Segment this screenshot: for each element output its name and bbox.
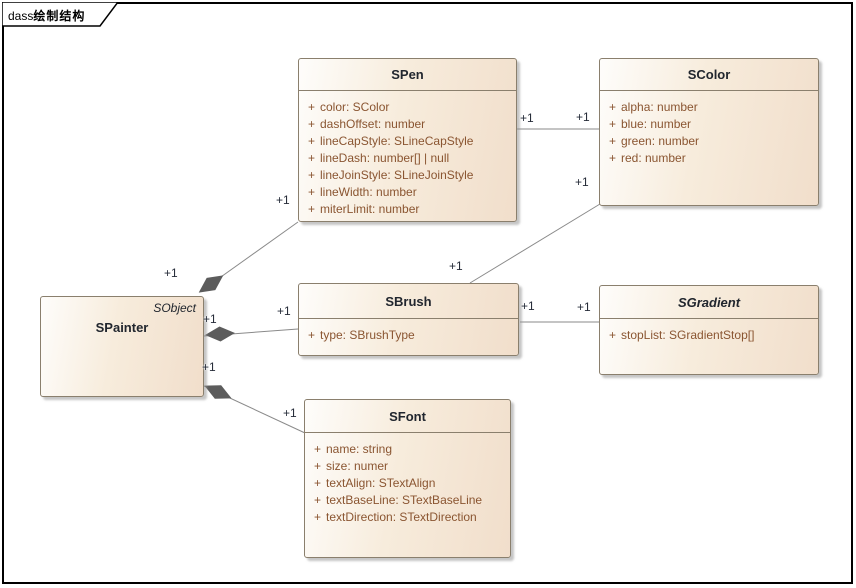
attribute-text: lineCapStyle: SLineCapStyle	[320, 133, 474, 148]
composition-diamond-sbrush	[205, 326, 235, 342]
attribute-row: + red: number	[600, 149, 818, 166]
multiplicity-label: +1	[577, 300, 591, 314]
multiplicity-label: +1	[202, 360, 216, 374]
class-spen[interactable]: SPen + color: SColor + dashOffset: number …	[298, 58, 517, 222]
multiplicity-label: +1	[521, 299, 535, 313]
attribute-compartment: + alpha: number + blue: number + green: num…	[600, 91, 818, 166]
visibility-marker: +	[308, 133, 316, 148]
class-spainter[interactable]: SObject SPainter	[40, 296, 204, 397]
attribute-row: + type: SBrushType	[299, 326, 518, 343]
attribute-text: miterLimit: number	[320, 201, 420, 216]
multiplicity-label: +1	[283, 406, 297, 420]
visibility-marker: +	[314, 458, 322, 473]
attribute-text: alpha: number	[621, 99, 698, 114]
attribute-row: + stopList: SGradientStop[]	[600, 326, 818, 343]
class-name-spen: SPen	[299, 59, 516, 91]
attribute-text: blue: number	[621, 116, 692, 131]
attribute-text: lineDash: number[] | null	[320, 150, 450, 165]
attribute-text: size: numer	[326, 458, 389, 473]
attribute-text: stopList: SGradientStop[]	[621, 327, 755, 342]
attribute-compartment: + stopList: SGradientStop[]	[600, 319, 818, 343]
visibility-marker: +	[314, 475, 322, 490]
composition-diamond-sfont	[204, 385, 232, 399]
attribute-row: + lineJoinStyle: SLineJoinStyle	[299, 166, 516, 183]
class-name-sbrush: SBrush	[299, 284, 518, 319]
association-line-sbrush-scolor[interactable]	[469, 203, 601, 284]
attribute-text: dashOffset: number	[320, 116, 426, 131]
class-sgradient[interactable]: SGradient + stopList: SGradientStop[]	[599, 285, 819, 375]
attribute-row: + miterLimit: number	[299, 200, 516, 217]
frame-tab-shape	[2, 2, 119, 27]
attribute-text: textBaseLine: STextBaseLine	[326, 492, 483, 507]
attribute-text: color: SColor	[320, 99, 390, 114]
attribute-text: red: number	[621, 150, 686, 165]
attribute-row: + textBaseLine: STextBaseLine	[305, 491, 510, 508]
attribute-row: + alpha: number	[600, 98, 818, 115]
attribute-row: + dashOffset: number	[299, 115, 516, 132]
attribute-row: + textDirection: STextDirection	[305, 508, 510, 525]
attribute-text: textDirection: STextDirection	[326, 509, 477, 524]
class-sbrush[interactable]: SBrush + type: SBrushType	[298, 283, 519, 356]
attribute-text: name: string	[326, 441, 393, 456]
composition-diamond-spen	[198, 275, 224, 293]
visibility-marker: +	[308, 150, 316, 165]
attribute-compartment: + color: SColor + dashOffset: number + line…	[299, 91, 516, 217]
multiplicity-label: +1	[575, 175, 589, 189]
attribute-text: lineWidth: number	[320, 184, 417, 199]
attribute-row: + textAlign: STextAlign	[305, 474, 510, 491]
visibility-marker: +	[314, 492, 322, 507]
attribute-text: type: SBrushType	[320, 327, 415, 342]
visibility-marker: +	[308, 201, 316, 216]
visibility-marker: +	[314, 509, 322, 524]
attribute-row: + lineCapStyle: SLineCapStyle	[299, 132, 516, 149]
attribute-text: textAlign: STextAlign	[326, 475, 436, 490]
spainter-parent-annotation: SObject	[153, 301, 196, 315]
visibility-marker: +	[308, 116, 316, 131]
multiplicity-label: +1	[520, 111, 534, 125]
visibility-marker: +	[308, 327, 316, 342]
frame-label: dass绘制结构	[8, 7, 85, 24]
attribute-row: + name: string	[305, 440, 510, 457]
class-sfont[interactable]: SFont + name: string + size: numer + textAl…	[304, 399, 511, 558]
attribute-compartment: + name: string + size: numer + textAlign: S…	[305, 433, 510, 525]
visibility-marker: +	[609, 150, 617, 165]
attribute-row: + green: number	[600, 132, 818, 149]
visibility-marker: +	[609, 116, 617, 131]
attribute-row: + blue: number	[600, 115, 818, 132]
visibility-marker: +	[609, 327, 617, 342]
attribute-text: green: number	[621, 133, 700, 148]
visibility-marker: +	[609, 133, 617, 148]
multiplicity-label: +1	[164, 266, 178, 280]
attribute-row: + color: SColor	[299, 98, 516, 115]
class-name-sgradient: SGradient	[600, 286, 818, 319]
visibility-marker: +	[314, 441, 322, 456]
frame-name-tab: dass绘制结构	[2, 2, 122, 28]
class-name-scolor: SColor	[600, 59, 818, 91]
frame-keyword: dass	[8, 9, 34, 23]
visibility-marker: +	[308, 184, 316, 199]
visibility-marker: +	[609, 99, 617, 114]
attribute-row: + lineDash: number[] | null	[299, 149, 516, 166]
multiplicity-label: +1	[203, 312, 217, 326]
attribute-text: lineJoinStyle: SLineJoinStyle	[320, 167, 474, 182]
visibility-marker: +	[308, 99, 316, 114]
frame-title: 绘制结构	[33, 9, 86, 23]
attribute-row: + size: numer	[305, 457, 510, 474]
multiplicity-label: +1	[276, 193, 290, 207]
class-name-spainter: SPainter	[95, 320, 149, 335]
class-name-sfont: SFont	[305, 400, 510, 433]
class-scolor[interactable]: SColor + alpha: number + blue: number + gre…	[599, 58, 819, 206]
attribute-row: + lineWidth: number	[299, 183, 516, 200]
multiplicity-label: +1	[277, 304, 291, 318]
visibility-marker: +	[308, 167, 316, 182]
multiplicity-label: +1	[576, 110, 590, 124]
attribute-compartment: + type: SBrushType	[299, 319, 518, 343]
multiplicity-label: +1	[449, 259, 463, 273]
